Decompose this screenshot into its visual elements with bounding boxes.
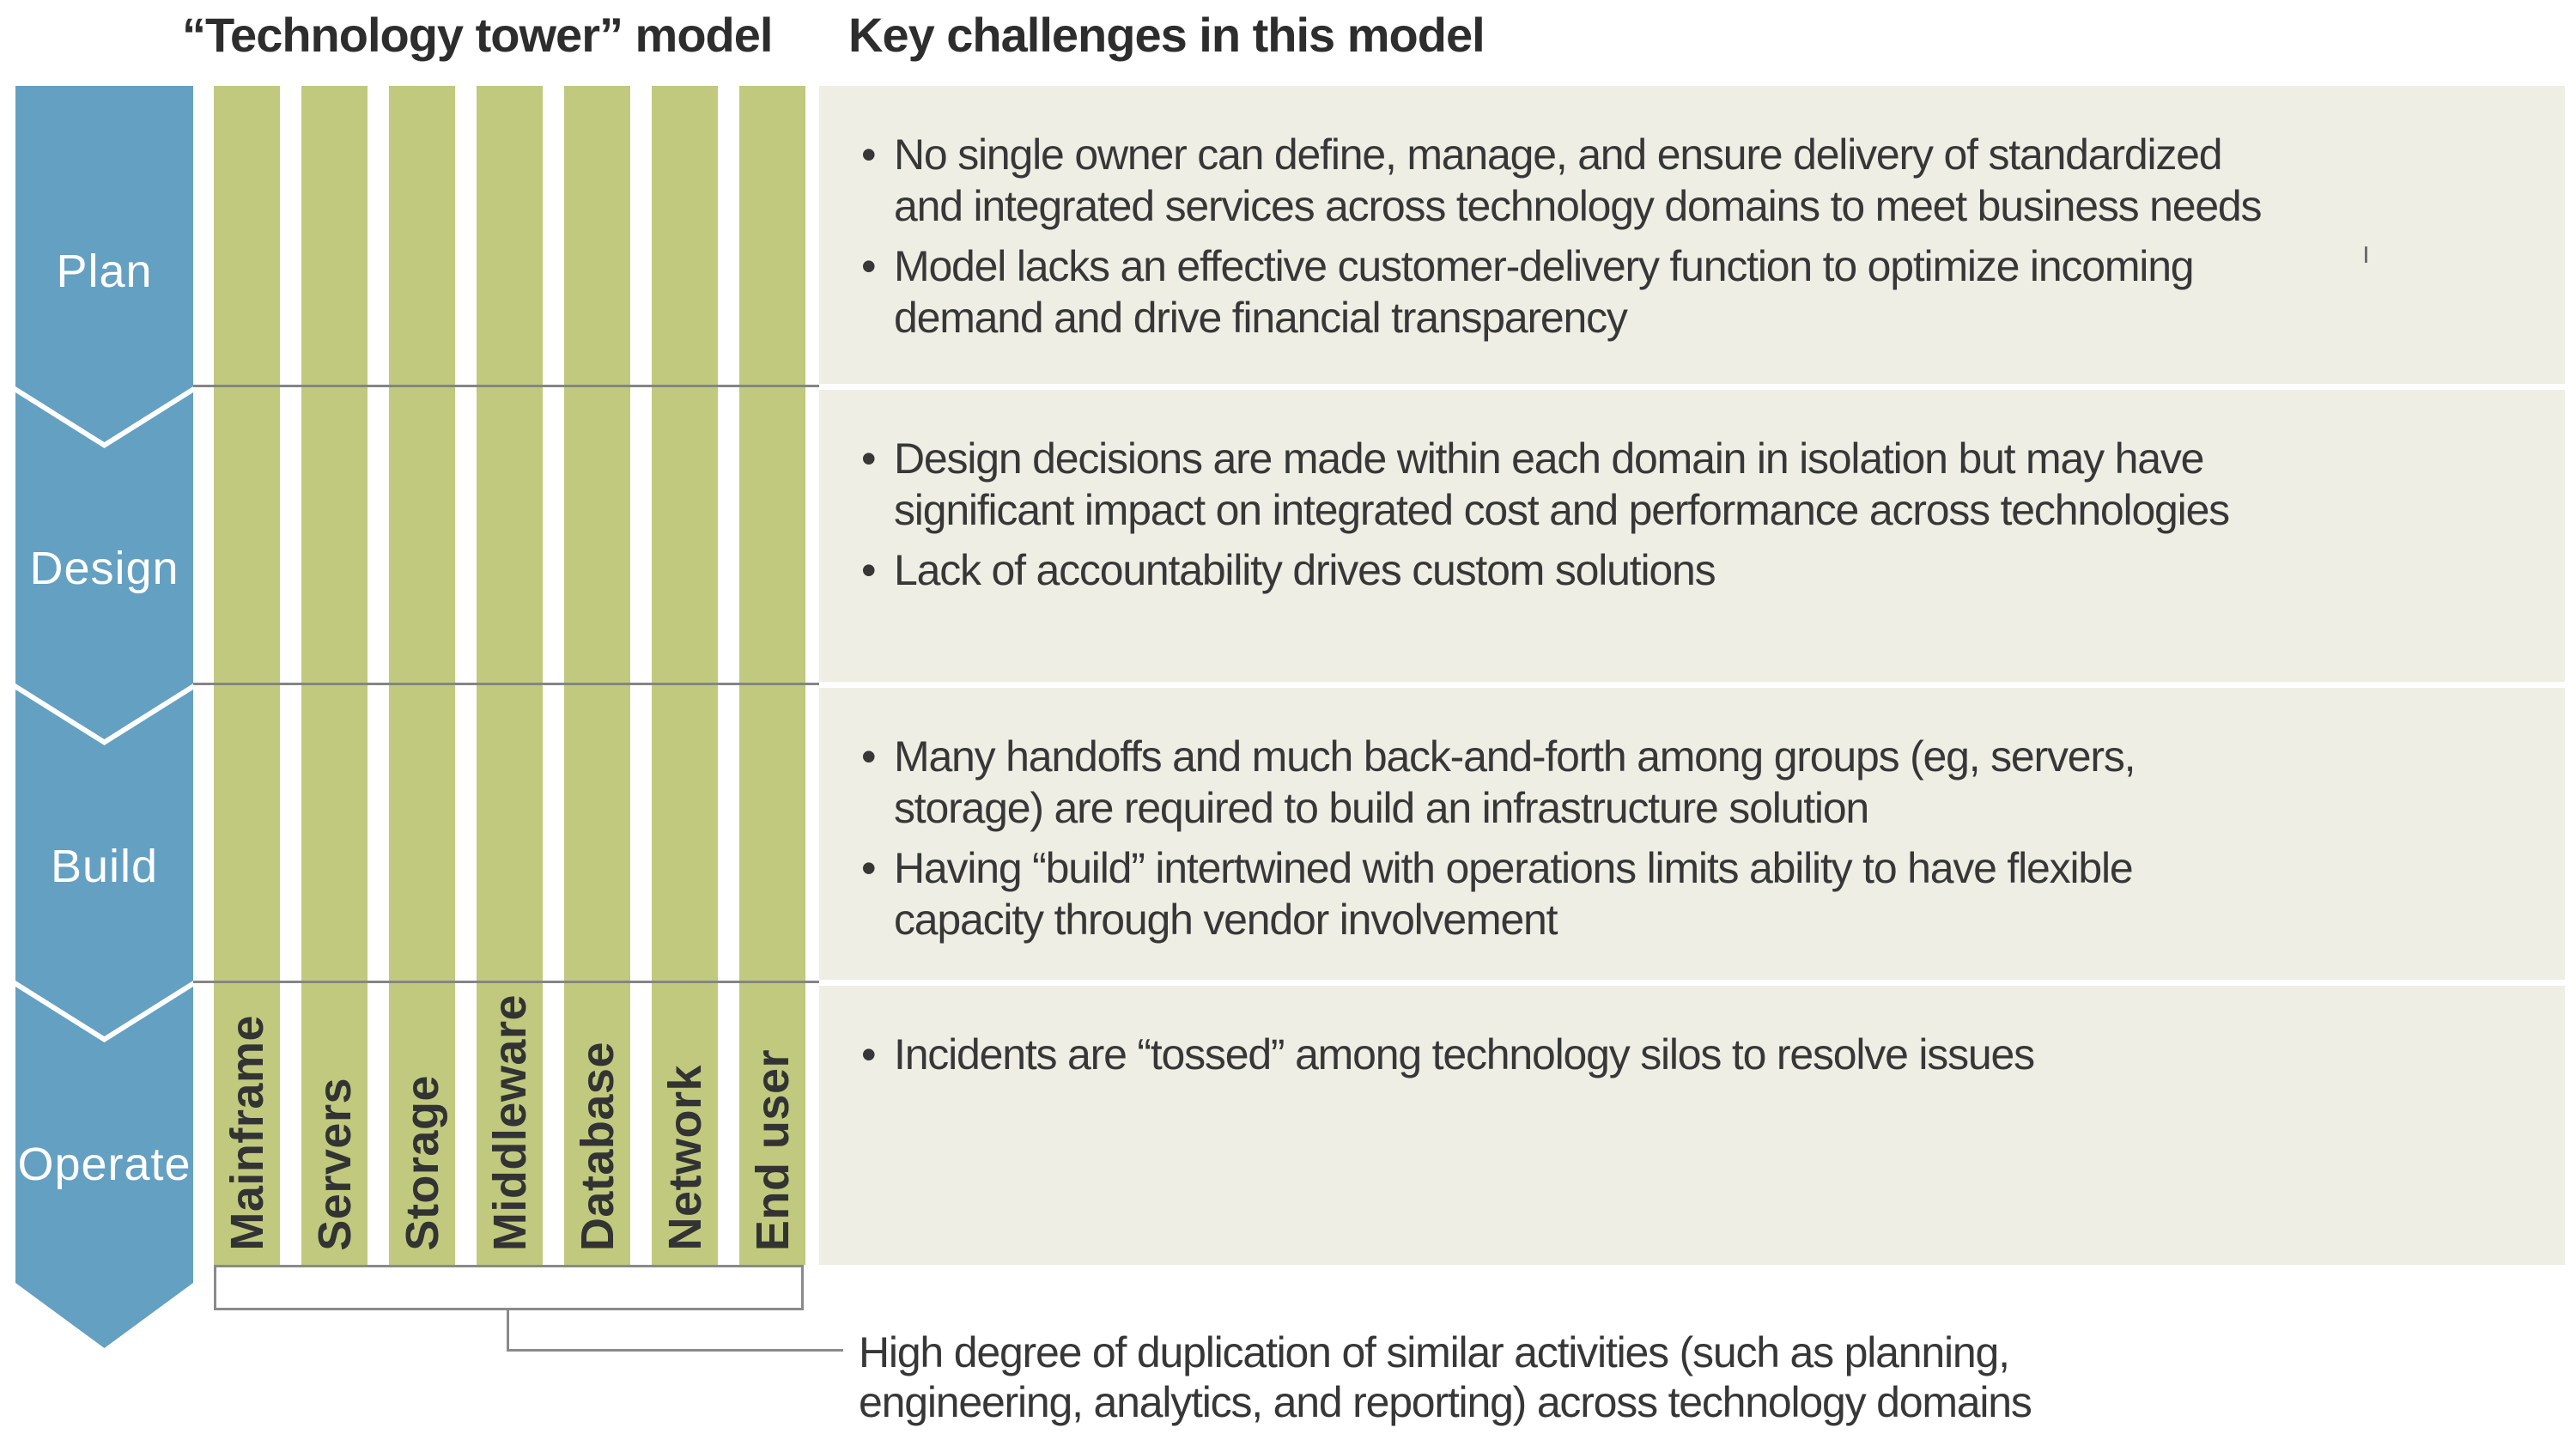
step-label-build: Build <box>50 841 159 892</box>
chevron-segment-operate <box>15 987 193 1348</box>
challenge-bullet: • Lack of accountability drives custom s… <box>861 544 2513 596</box>
tower-mainframe: Mainframe <box>214 86 280 1265</box>
tower-label: Network <box>659 1065 711 1251</box>
tower-network: Network <box>652 86 718 1265</box>
step-label-design: Design <box>29 543 179 594</box>
tower-label: Servers <box>308 1078 361 1251</box>
section-divider-design-build <box>193 683 819 685</box>
challenge-text: No single owner can define, manage, and … <box>894 131 2263 230</box>
challenge-panel-build: • Many handoffs and much back-and-forth … <box>819 688 2565 980</box>
challenge-text: Model lacks an effective customer-delive… <box>894 242 2195 342</box>
tower-database: Database <box>564 86 630 1265</box>
bullet-icon: • <box>861 732 877 781</box>
challenges-title: Key challenges in this model <box>848 8 1485 62</box>
tower-label: Database <box>571 1041 623 1251</box>
challenge-text: Lack of accountability drives custom sol… <box>894 546 1716 594</box>
tower-middleware: Middleware <box>477 86 543 1265</box>
bullet-icon: • <box>861 242 877 290</box>
chevron-segment-design <box>15 392 193 739</box>
tower-label: End user <box>746 1048 799 1251</box>
stray-mark <box>2365 246 2367 263</box>
step-label-operate: Operate <box>17 1139 191 1190</box>
bullet-icon: • <box>861 844 877 892</box>
challenge-bullet: • Having “build” intertwined with operat… <box>861 842 2513 945</box>
challenge-text: Incidents are “tossed” among technology … <box>894 1030 2035 1078</box>
challenge-bullet: • Many handoffs and much back-and-forth … <box>861 731 2513 834</box>
duplication-footnote: High degree of duplication of similar ac… <box>859 1328 2032 1426</box>
challenge-text: Design decisions are made within each do… <box>894 434 2230 534</box>
tower-end-user: End user <box>739 86 805 1265</box>
step-label-plan: Plan <box>56 246 153 297</box>
tower-label: Middleware <box>483 993 536 1251</box>
bullet-icon: • <box>861 131 877 179</box>
towers-grouping-bracket <box>214 1265 804 1310</box>
challenge-bullet: • Incidents are “tossed” among technolog… <box>861 1029 2513 1080</box>
challenge-bullet: • Model lacks an effective customer-deli… <box>861 240 2513 343</box>
challenge-text: Having “build” intertwined with operatio… <box>894 844 2134 944</box>
process-chevron-arrow <box>15 86 193 1348</box>
bullet-icon: • <box>861 546 877 594</box>
section-divider-build-operate <box>193 981 819 983</box>
challenge-panel-operate: • Incidents are “tossed” among technolog… <box>819 986 2565 1265</box>
bullet-icon: • <box>861 1030 877 1078</box>
challenge-bullet: • Design decisions are made within each … <box>861 433 2513 536</box>
challenge-text: Many handoffs and much back-and-forth am… <box>894 732 2136 832</box>
tower-storage: Storage <box>389 86 455 1265</box>
model-title: “Technology tower” model <box>182 8 773 62</box>
chevron-segment-build <box>15 690 193 1036</box>
challenge-panel-design: • Design decisions are made within each … <box>819 390 2565 682</box>
bullet-icon: • <box>861 434 877 483</box>
tower-label: Mainframe <box>221 1015 273 1251</box>
tower-servers: Servers <box>301 86 368 1265</box>
chevron-segment-plan <box>15 86 193 442</box>
tower-label: Storage <box>396 1075 448 1251</box>
challenge-bullet: • No single owner can define, manage, an… <box>861 129 2513 232</box>
section-divider-plan-design <box>193 385 819 387</box>
bracket-connector-horizontal <box>507 1349 843 1352</box>
challenge-panel-plan: • No single owner can define, manage, an… <box>819 86 2565 384</box>
bracket-connector-vertical <box>507 1310 509 1352</box>
